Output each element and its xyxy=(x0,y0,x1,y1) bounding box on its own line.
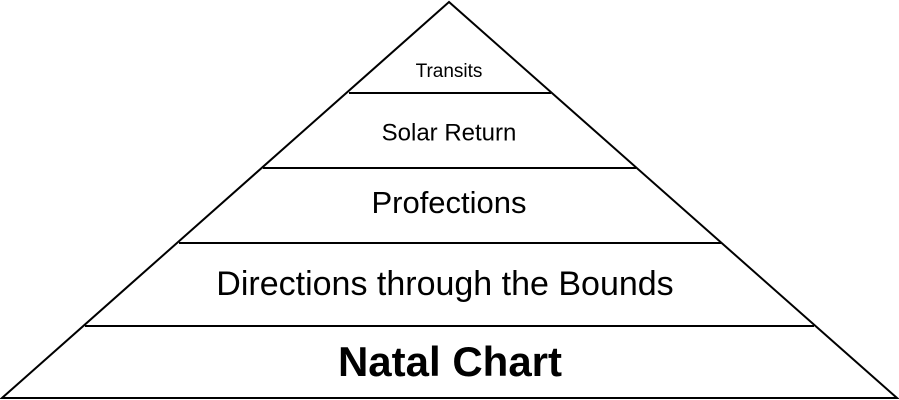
level-natal-chart-label: Natal Chart xyxy=(338,338,562,385)
level-directions-label: Directions through the Bounds xyxy=(216,265,673,303)
level-profections-label: Profections xyxy=(371,185,526,220)
level-transits-label: Transits xyxy=(416,61,483,82)
level-solar-return-label: Solar Return xyxy=(382,119,517,146)
